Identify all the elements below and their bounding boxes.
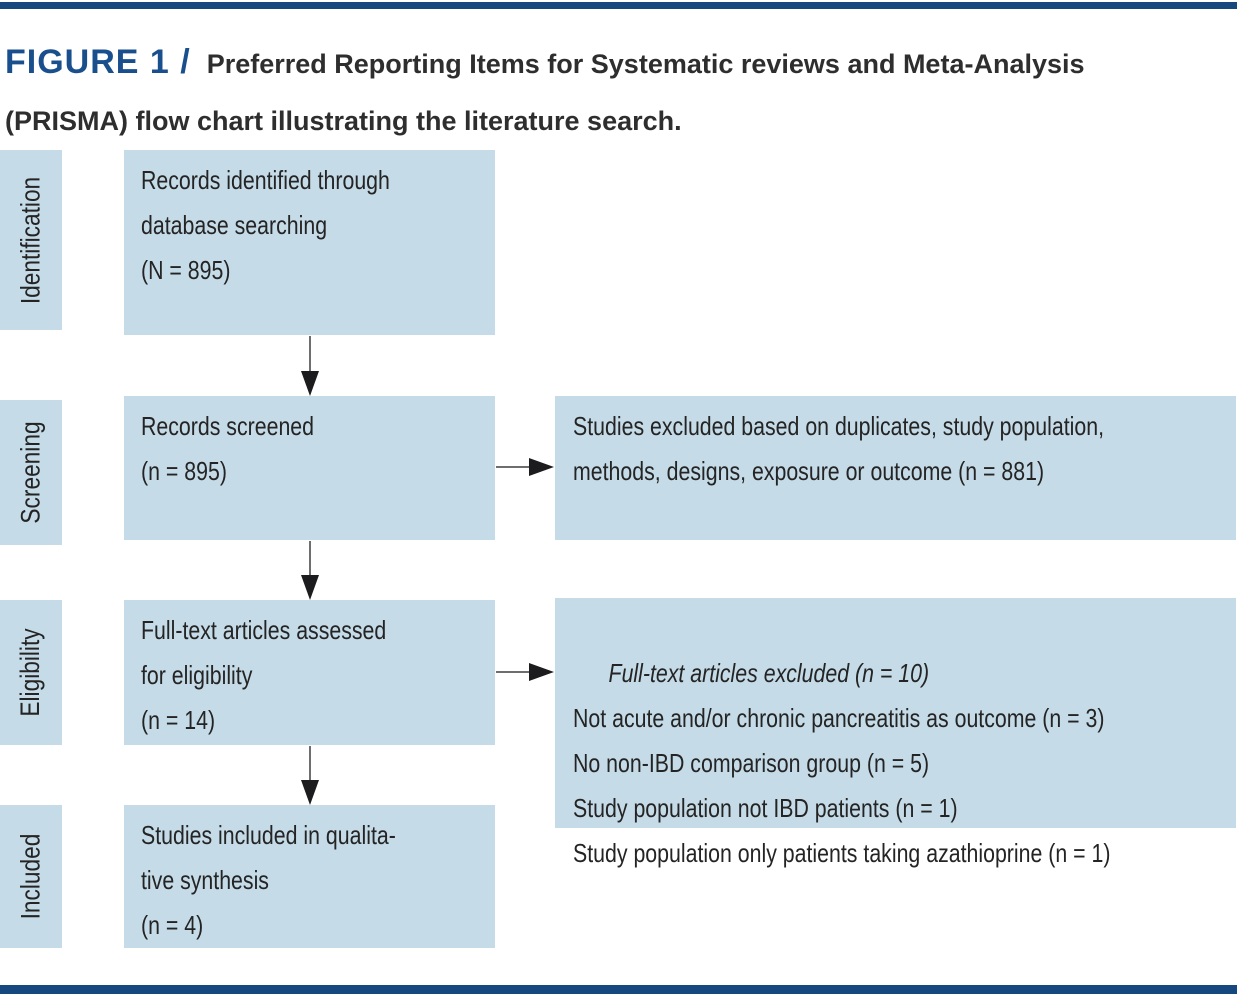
- flow-box-text: Full-text articles assessed for eligibil…: [141, 615, 387, 735]
- arrowhead-down-icon: [301, 575, 319, 600]
- flow-box-records-screened: Records screened (n = 895): [124, 396, 495, 540]
- arrow-right-assessed-to-excluded: [496, 663, 554, 681]
- arrow-stem: [309, 746, 311, 782]
- top-rule: [0, 2, 1237, 9]
- figure-title-text-1: Preferred Reporting Items for Systematic…: [206, 49, 1085, 79]
- arrow-right-screened-to-excluded: [496, 458, 554, 476]
- flow-box-text: Studies included in qualita- tive synthe…: [141, 820, 396, 940]
- figure-title-text-2: (PRISMA) flow chart illustrating the lit…: [5, 106, 682, 136]
- side-box-screening-excluded: Studies excluded based on duplicates, st…: [555, 396, 1236, 540]
- stage-label-screening: Screening: [15, 421, 46, 524]
- arrow-stem: [309, 541, 311, 577]
- flow-box-text: Records identified through database sear…: [141, 165, 390, 285]
- flow-box-text: Records screened (n = 895): [141, 411, 315, 486]
- arrowhead-right-icon: [529, 458, 554, 476]
- side-box-text: Studies excluded based on duplicates, st…: [573, 411, 1105, 486]
- arrow-down-assessed-to-included: [301, 746, 319, 805]
- bottom-rule: [0, 985, 1237, 994]
- stage-label-identification: Identification: [15, 176, 46, 304]
- figure-label: FIGURE 1 /: [5, 43, 191, 81]
- arrowhead-down-icon: [301, 780, 319, 805]
- stage-label-eligibility: Eligibility: [15, 628, 46, 717]
- arrowhead-down-icon: [301, 371, 319, 396]
- side-box-text: Not acute and/or chronic pancreatitis as…: [573, 703, 1111, 868]
- side-box-fulltext-excluded: Full-text articles excluded (n = 10) Not…: [555, 598, 1236, 868]
- stage-label-included: Included: [15, 833, 46, 920]
- arrowhead-right-icon: [529, 663, 554, 681]
- stage-box-identification: Identification: [0, 150, 62, 330]
- figure-title-line2: (PRISMA) flow chart illustrating the lit…: [5, 95, 1215, 152]
- flow-box-fulltext-assessed: Full-text articles assessed for eligibil…: [124, 600, 495, 745]
- arrow-down-screened-to-assessed: [301, 541, 319, 600]
- stage-box-eligibility: Eligibility: [0, 600, 62, 745]
- stage-box-screening: Screening: [0, 400, 62, 545]
- flow-box-records-identified: Records identified through database sear…: [124, 150, 495, 335]
- side-box-title: Full-text articles excluded (n = 10): [608, 658, 930, 688]
- flow-box-studies-included: Studies included in qualita- tive synthe…: [124, 805, 495, 948]
- arrow-stem: [496, 671, 531, 673]
- arrow-stem: [309, 336, 311, 373]
- stage-box-included: Included: [0, 805, 62, 948]
- arrow-stem: [496, 466, 531, 468]
- figure-header: FIGURE 1 / Preferred Reporting Items for …: [5, 36, 1215, 152]
- arrow-down-identified-to-screened: [301, 336, 319, 396]
- figure-title-line1: FIGURE 1 / Preferred Reporting Items for …: [5, 36, 1215, 95]
